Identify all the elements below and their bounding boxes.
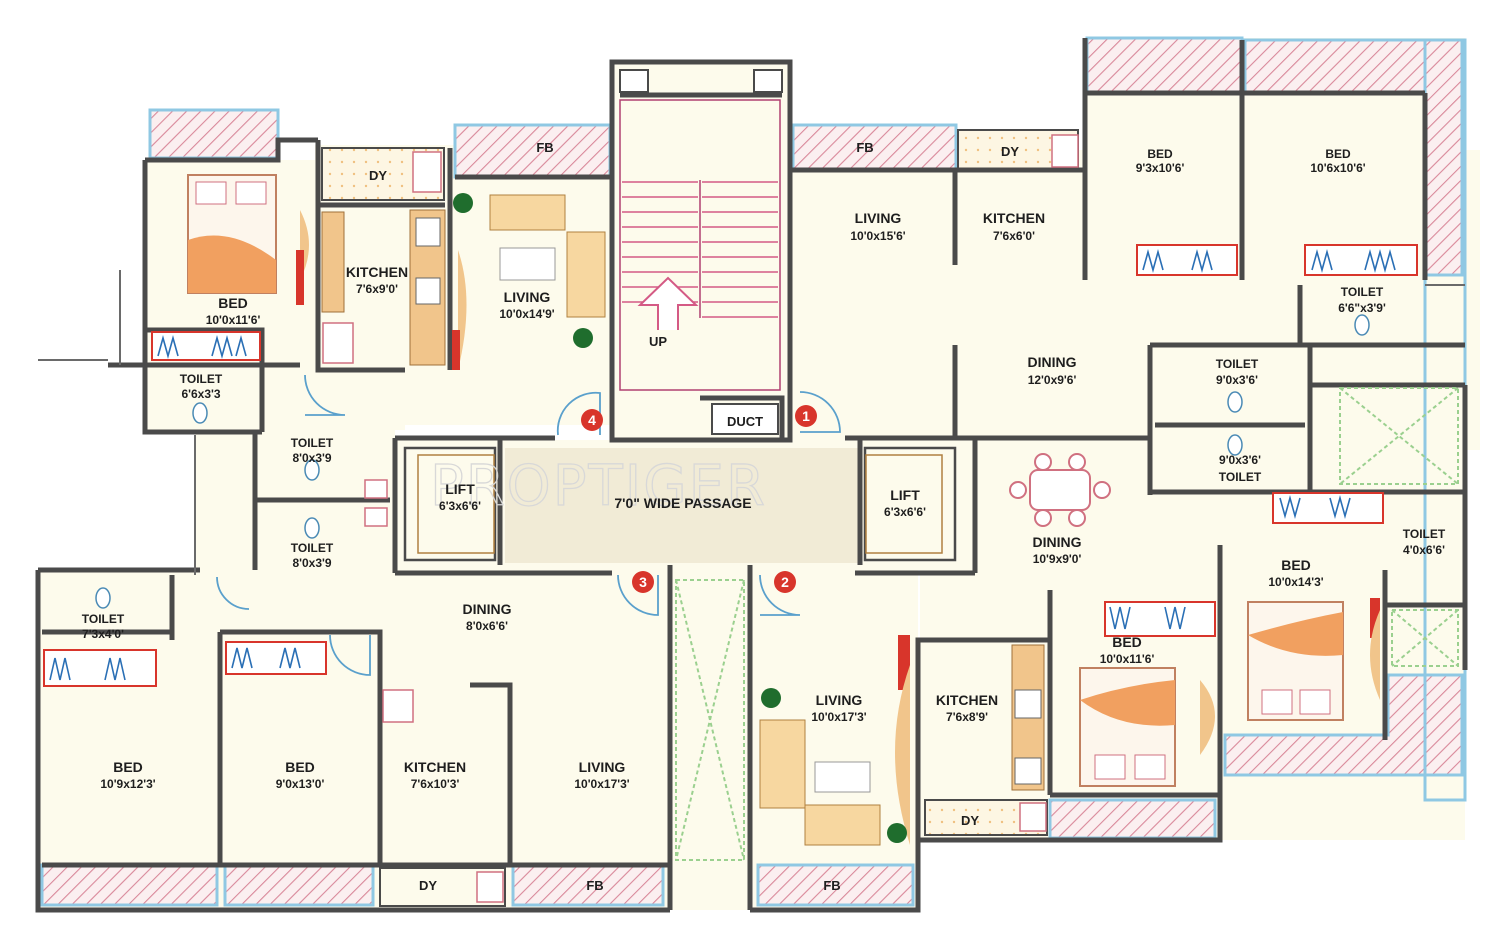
- beds: [187, 174, 1344, 787]
- bl-kitchen-size: 7'6x10'3': [411, 777, 460, 791]
- tr-living-name: LIVING: [855, 210, 902, 226]
- bl-kitchen-name: KITCHEN: [404, 759, 466, 775]
- wardrobes: [43, 244, 1418, 687]
- walls: [35, 38, 1468, 913]
- tl-living-size: 10'0x14'9': [499, 307, 554, 321]
- flat-number-4: 4: [588, 412, 596, 428]
- lift-right-size: 6'3x6'6': [884, 505, 926, 519]
- bed-furniture-right-large: [1247, 601, 1344, 721]
- br-bed1-size: 10'0x14'3': [1268, 575, 1323, 589]
- tl-living-name: LIVING: [504, 289, 551, 305]
- bl-toilet-a-name: TOILET: [291, 436, 334, 450]
- tr-living-size: 10'0x15'6': [850, 229, 905, 243]
- thin-walls: [38, 270, 1465, 861]
- bl-bed1-name: BED: [113, 759, 143, 775]
- plant-icon: [761, 688, 781, 708]
- br-living-size: 10'0x17'3': [811, 710, 866, 724]
- br-dining-size: 10'9x9'0': [1033, 552, 1082, 566]
- tr-dining-size: 12'0x9'6': [1028, 373, 1077, 387]
- staircase: [619, 69, 783, 435]
- flat-badges: 1 2 3 4: [581, 405, 817, 593]
- bl-toilet-b-name: TOILET: [291, 541, 334, 555]
- furniture: [296, 134, 1380, 903]
- tl-toilet-name: TOILET: [180, 372, 223, 386]
- flat-top-left-labels: BED 10'0x11'6' TOILET 6'6x3'3 KITCHEN 7'…: [180, 140, 555, 401]
- tr-bed2-size: 10'6x10'6': [1310, 161, 1365, 175]
- tr-kitchen-name: KITCHEN: [983, 210, 1045, 226]
- tl-toilet-size: 6'6x3'3: [181, 387, 220, 401]
- tr-fb-label: FB: [856, 140, 873, 155]
- bl-bed1-size: 10'9x12'3': [100, 777, 155, 791]
- tr-toilet1-size: 6'6"x3'9': [1338, 301, 1386, 315]
- tr-bed1-size: 9'3x10'6': [1136, 161, 1185, 175]
- bl-bed2-name: BED: [285, 759, 315, 775]
- lift-left-size: 6'3x6'6': [439, 499, 481, 513]
- flat-number-1: 1: [802, 408, 810, 424]
- passage-label: 7'0" WIDE PASSAGE: [614, 495, 751, 511]
- tr-dining-name: DINING: [1028, 354, 1077, 370]
- bl-toilet-a-size: 8'0x3'9: [292, 451, 331, 465]
- bl-toilet-b-size: 8'0x3'9: [292, 556, 331, 570]
- bl-toilet-c-name: TOILET: [82, 612, 125, 626]
- br-kitchen-size: 7'6x8'9': [946, 710, 988, 724]
- br-living-name: LIVING: [816, 692, 863, 708]
- bl-bed2-size: 9'0x13'0': [276, 777, 325, 791]
- flat-bottom-right-labels: DINING 10'9x9'0' BED 10'0x14'3' TOILET 4…: [811, 527, 1446, 893]
- bl-dining-size: 8'0x6'6': [466, 619, 508, 633]
- bl-fb-label: FB: [586, 878, 603, 893]
- tl-dy-label: DY: [369, 168, 387, 183]
- lift-right-name: LIFT: [890, 487, 920, 503]
- tr-kitchen-size: 7'6x6'0': [993, 229, 1035, 243]
- flat-top-right-labels: FB LIVING 10'0x15'6' DY KITCHEN 7'6x6'0'…: [850, 140, 1386, 484]
- tr-toilet1-name: TOILET: [1341, 285, 1384, 299]
- bed-furniture-top-left: [187, 174, 277, 294]
- plant-icon: [887, 823, 907, 843]
- tr-toilet3-name: TOILET: [1219, 470, 1262, 484]
- br-bed1-name: BED: [1281, 557, 1311, 573]
- wardrobe-hangers: [49, 249, 1396, 681]
- br-kitchen-name: KITCHEN: [936, 692, 998, 708]
- lifts: [403, 446, 957, 562]
- br-dy-label: DY: [961, 813, 979, 828]
- plant-icon: [573, 328, 593, 348]
- tl-bed-name: BED: [218, 295, 248, 311]
- flat-number-3: 3: [639, 574, 647, 590]
- br-bed2-size: 10'0x11'6': [1100, 652, 1155, 666]
- tl-kitchen-size: 7'6x9'0': [356, 282, 398, 296]
- tl-kitchen-name: KITCHEN: [346, 264, 408, 280]
- lift-left-name: LIFT: [445, 481, 475, 497]
- br-fb-label: FB: [823, 878, 840, 893]
- passage-floor: [505, 448, 860, 563]
- br-dining-name: DINING: [1033, 534, 1082, 550]
- bl-dy-label: DY: [419, 878, 437, 893]
- tr-dy-label: DY: [1001, 144, 1019, 159]
- tr-toilet2-size: 9'0x3'6': [1216, 373, 1258, 387]
- toilet-fixtures: [95, 314, 1370, 609]
- flat-bottom-left-labels: TOILET 8'0x3'9 TOILET 8'0x3'9 TOILET 7'3…: [82, 436, 630, 893]
- tl-fb-label: FB: [536, 140, 553, 155]
- bl-living-name: LIVING: [579, 759, 626, 775]
- tr-bed1-name: BED: [1147, 147, 1173, 161]
- br-bed2-name: BED: [1112, 634, 1142, 650]
- duct-box: [711, 403, 779, 435]
- stair-up-label: UP: [649, 334, 667, 349]
- tl-bed-size: 10'0x11'6': [206, 313, 261, 327]
- tr-toilet3-size: 9'0x3'6': [1219, 453, 1261, 467]
- plant-icon: [453, 193, 473, 213]
- bl-dining-name: DINING: [463, 601, 512, 617]
- core-labels: 7'0" WIDE PASSAGE LIFT 6'3x6'6' LIFT 6'3…: [439, 334, 926, 519]
- bl-living-size: 10'0x17'3': [574, 777, 629, 791]
- bed-furniture-right-small: [1079, 667, 1176, 787]
- br-toilet-size: 4'0x6'6': [1403, 543, 1445, 557]
- flat-number-2: 2: [781, 574, 789, 590]
- duct-label: DUCT: [727, 414, 763, 429]
- tr-toilet2-name: TOILET: [1216, 357, 1259, 371]
- bl-toilet-c-size: 7'3x4'0': [82, 627, 124, 641]
- watermark: PROPTIGER: [430, 454, 767, 519]
- br-toilet-name: TOILET: [1403, 527, 1446, 541]
- stair-up-arrow-icon: [637, 276, 699, 330]
- tr-bed2-name: BED: [1325, 147, 1351, 161]
- door-swings: [216, 374, 841, 676]
